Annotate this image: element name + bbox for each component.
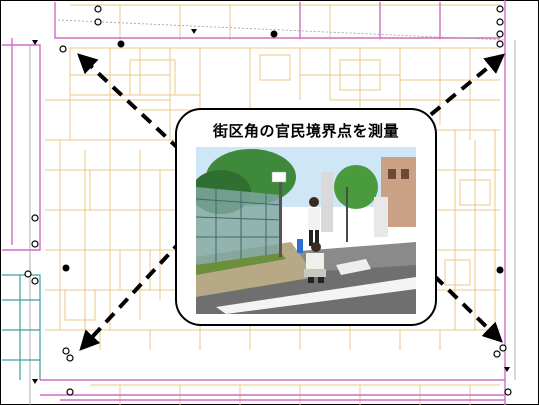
survey-boundary-point-icon bbox=[59, 45, 67, 53]
callout-title: 街区角の官民境界点を測量 bbox=[212, 122, 399, 140]
survey-boundary-point-icon bbox=[493, 350, 501, 358]
survey-boundary-point-icon bbox=[31, 214, 39, 222]
survey-boundary-point-icon bbox=[66, 354, 74, 362]
survey-boundary-point-icon bbox=[496, 18, 504, 26]
road-edge-lines bbox=[2, 274, 41, 380]
direction-ticks bbox=[32, 29, 510, 384]
survey-boundary-point-icon bbox=[31, 240, 39, 248]
survey-boundary-point-icon bbox=[496, 30, 504, 38]
survey-boundary-point-icon bbox=[496, 40, 504, 48]
survey-boundary-point-icon bbox=[496, 5, 504, 13]
survey-points bbox=[62, 30, 504, 274]
survey-photo bbox=[196, 147, 416, 314]
photo-callout: 街区角の官民境界点を測量 bbox=[175, 108, 437, 326]
survey-boundary-point-icon bbox=[94, 5, 102, 13]
survey-boundary-point-icon bbox=[31, 277, 39, 285]
road-lines bbox=[29, 19, 516, 405]
survey-boundary-point-icon bbox=[62, 347, 70, 355]
dashed-arrow-icon bbox=[77, 53, 182, 152]
dashed-arrow-icon bbox=[79, 238, 184, 351]
boundary-markers bbox=[24, 5, 512, 396]
survey-boundary-point-icon bbox=[499, 344, 507, 352]
survey-boundary-point-icon bbox=[94, 18, 102, 26]
survey-boundary-point-icon bbox=[66, 388, 74, 396]
survey-boundary-point-icon bbox=[24, 270, 32, 278]
survey-boundary-point-icon bbox=[504, 388, 512, 396]
